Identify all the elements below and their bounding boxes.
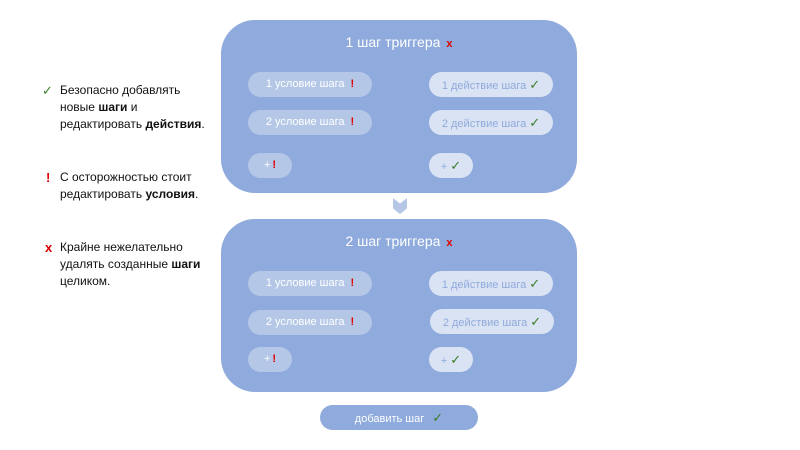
condition-label: 2 условие шага (265, 116, 345, 128)
action-label: 2 действие шага (441, 118, 527, 130)
legend-bold: шаги (98, 100, 128, 114)
legend-bold: шаги (171, 257, 201, 271)
check-icon: ✓ (530, 314, 542, 329)
check-icon: ✓ (529, 115, 541, 130)
legend-text: целиком. (60, 274, 111, 288)
trigger-step-2: 2 шаг триггера x 1 условие шага! 2 услови… (221, 219, 577, 392)
exclamation-icon: ! (350, 316, 355, 328)
plus-icon: + (263, 353, 271, 365)
action-pill[interactable]: 2 действие шага✓ (429, 110, 553, 135)
step-title-text: 2 шаг триггера (345, 233, 441, 249)
condition-label: 2 условие шага (265, 316, 345, 328)
condition-pill[interactable]: 1 условие шага! (248, 72, 372, 97)
condition-label: 1 условие шага (265, 78, 345, 90)
check-icon: ✓ (529, 77, 541, 92)
trigger-step-1: 1 шаг триггера x 1 условие шага! 2 услови… (221, 20, 577, 193)
check-icon: ✓ (450, 158, 462, 173)
check-icon: ✓ (432, 410, 444, 425)
exclamation-icon: ! (272, 159, 277, 171)
legend-text: С осторожностью стоит редактировать (60, 170, 192, 201)
condition-label: 1 условие шага (265, 277, 345, 289)
action-label: 1 действие шага (441, 279, 527, 291)
condition-pill[interactable]: 1 условие шага! (248, 271, 372, 296)
condition-pill[interactable]: 2 условие шага! (248, 110, 372, 135)
legend-bold: действия (145, 117, 202, 131)
plus-icon: + (440, 161, 448, 173)
action-pill[interactable]: 1 действие шага✓ (429, 72, 553, 97)
exclamation-icon: ! (350, 116, 355, 128)
legend-text: Безопасно добавлять новые (60, 83, 181, 114)
exclamation-icon: ! (272, 353, 277, 365)
legend-caution: ! С осторожностью стоит редактировать ус… (44, 169, 214, 203)
step-title-text: 1 шаг триггера (345, 34, 441, 50)
check-icon: ✓ (42, 83, 53, 98)
step-title: 1 шаг триггера x (221, 34, 577, 50)
add-step-label: добавить шаг (354, 413, 425, 425)
condition-pill[interactable]: 2 условие шага! (248, 310, 372, 335)
add-condition-button[interactable]: +! (248, 153, 292, 178)
add-action-button[interactable]: +✓ (429, 347, 473, 372)
legend-text: . (195, 187, 199, 201)
chevron-down-icon (393, 198, 407, 214)
legend-text: и редактировать (60, 100, 146, 131)
legend-text: Крайне нежелательно удалять созданные (60, 240, 183, 271)
cross-icon[interactable]: x (446, 38, 453, 50)
exclamation-icon: ! (350, 277, 355, 289)
legend-danger: x Крайне нежелательно удалять созданные … (44, 239, 214, 290)
cross-icon[interactable]: x (446, 237, 453, 249)
legend-safe: ✓ Безопасно добавлять новые шаги и редак… (42, 82, 214, 133)
check-icon: ✓ (529, 276, 541, 291)
exclamation-icon: ! (350, 78, 355, 90)
action-pill[interactable]: 1 действие шага✓ (429, 271, 553, 296)
action-label: 1 действие шага (441, 80, 527, 92)
add-condition-button[interactable]: +! (248, 347, 292, 372)
exclamation-icon: ! (46, 170, 51, 185)
add-step-button[interactable]: добавить шаг ✓ (320, 405, 478, 430)
action-label: 2 действие шага (442, 317, 528, 329)
plus-icon: + (440, 355, 448, 367)
action-pill[interactable]: 2 действие шага✓ (430, 309, 554, 334)
plus-icon: + (263, 159, 271, 171)
add-action-button[interactable]: +✓ (429, 153, 473, 178)
step-title: 2 шаг триггера x (221, 233, 577, 249)
legend-bold: условия (145, 187, 196, 201)
check-icon: ✓ (450, 352, 462, 367)
legend-text: . (201, 117, 205, 131)
cross-icon: x (45, 240, 53, 255)
